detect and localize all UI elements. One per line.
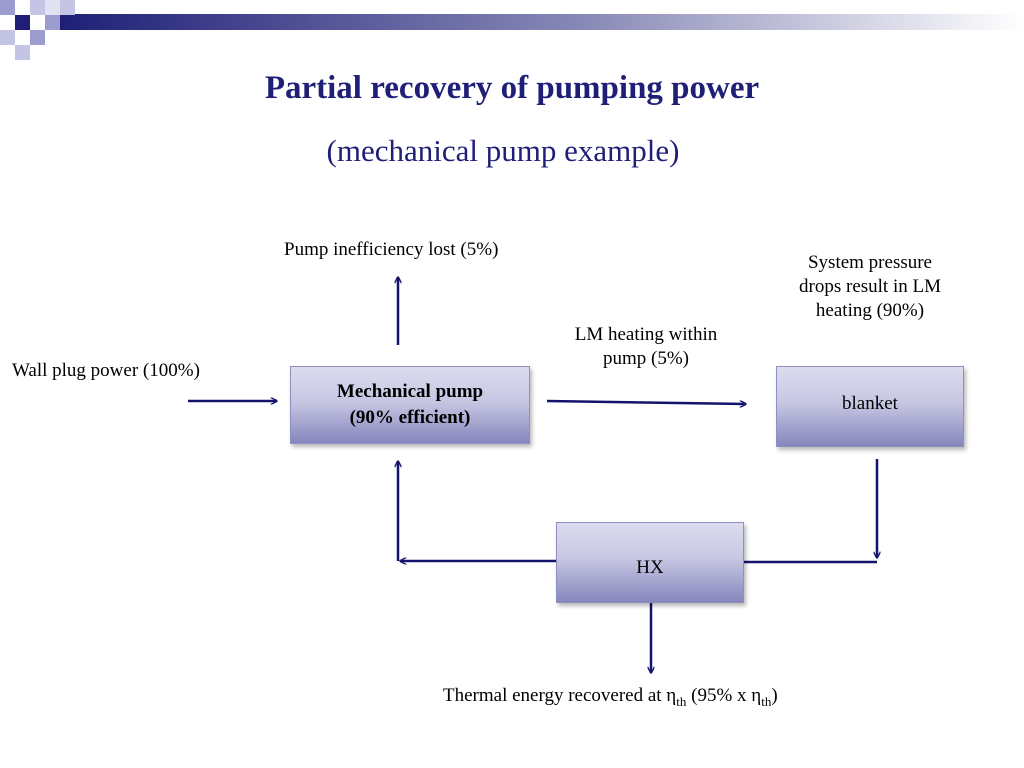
thermal-mid: (95% x η — [686, 685, 762, 706]
deco-square — [15, 15, 30, 30]
lm-heating-label: LM heating within pump (5%) — [540, 323, 752, 371]
wall-plug-label: Wall plug power (100%) — [12, 360, 200, 381]
blanket-box-label: blanket — [842, 392, 898, 414]
blanket-box: blanket — [776, 366, 964, 447]
lm-heating-line: pump (5%) — [602, 348, 689, 369]
thermal-suffix: ) — [771, 685, 778, 706]
pump-box-line: (90% efficient) — [349, 407, 471, 428]
thermal-energy-label: Thermal energy recovered at ηth (95% x η… — [443, 684, 778, 714]
system-pressure-line: heating (90%) — [815, 300, 925, 321]
pump-box-line: Mechanical pump — [336, 381, 484, 402]
deco-square — [15, 45, 30, 60]
decorative-header-band — [0, 0, 1024, 60]
hx-box-label: HX — [636, 556, 664, 578]
deco-square — [30, 30, 45, 45]
deco-square — [60, 0, 75, 15]
slide-title: Partial recovery of pumping power — [264, 70, 760, 106]
deco-square — [0, 30, 15, 45]
thermal-sub: th — [761, 693, 772, 709]
lm-heating-line: LM heating within — [574, 324, 718, 345]
system-pressure-line: System pressure — [807, 252, 932, 273]
thermal-sub: th — [676, 693, 687, 709]
slide-subtitle: (mechanical pump example) — [326, 133, 680, 168]
hx-box: HX — [556, 522, 744, 603]
deco-square — [45, 0, 60, 15]
mechanical-pump-box: Mechanical pump (90% efficient) — [290, 366, 530, 444]
arrow-pump-to-blanket — [546, 399, 746, 404]
deco-square — [45, 15, 60, 30]
pump-loss-label: Pump inefficiency lost (5%) — [284, 239, 499, 260]
thermal-prefix: Thermal energy recovered at η — [443, 685, 677, 706]
deco-square — [0, 0, 15, 15]
gradient-bar — [60, 14, 1024, 30]
deco-square — [30, 0, 45, 15]
system-pressure-label: System pressure drops result in LM heati… — [770, 251, 970, 323]
system-pressure-line: drops result in LM — [799, 276, 941, 297]
